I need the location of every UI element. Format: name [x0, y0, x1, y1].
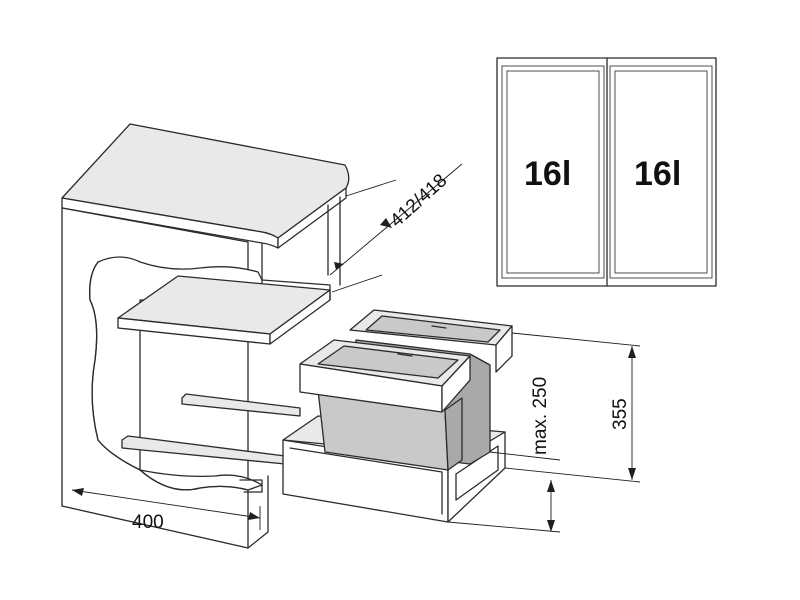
front-bin-rim-opening — [317, 345, 459, 379]
top-view-bin-left-outer — [501, 65, 605, 279]
dimension-lines — [61, 163, 641, 533]
cabinet — [61, 123, 350, 549]
front-bin-side — [444, 397, 463, 471]
top-view-bin-right-inner — [614, 70, 708, 274]
bin-left-volume: 16l — [524, 155, 571, 193]
depth-label: 412/418 — [386, 170, 451, 232]
height-arrow-bottom — [628, 468, 636, 480]
lower-rail-back — [181, 393, 301, 417]
cabinet-back-edge — [261, 196, 341, 286]
bin-top-view: 16l 16l — [496, 57, 717, 287]
height-arrow-top — [628, 346, 636, 358]
countertop-right-edge — [277, 187, 347, 249]
rear-bin-rim-front — [495, 325, 513, 373]
max-height-arrow-top — [547, 480, 555, 492]
depth-dimension-line — [329, 163, 463, 293]
front-bin-handle — [397, 353, 413, 357]
rear-bin-handle — [431, 325, 447, 329]
max-height-arrow-bottom — [547, 520, 555, 532]
max-height-label: max. 250 — [530, 377, 551, 455]
bin-system — [282, 309, 513, 523]
width-label: 400 — [132, 512, 164, 533]
cabinet-side-panel — [61, 207, 249, 549]
bin-right-volume: 16l — [634, 155, 681, 193]
height-dimension-line — [504, 332, 641, 483]
front-bin-rim-side — [441, 355, 471, 413]
depth-arrow-upper — [380, 218, 392, 228]
top-view-bin-left-inner — [506, 70, 600, 274]
top-view-bin-right-outer — [609, 65, 713, 279]
width-arrow-left — [72, 488, 84, 496]
width-arrow-right — [248, 512, 260, 520]
rear-bin-rim-opening — [365, 315, 501, 343]
cutaway-outline — [89, 261, 249, 491]
depth-arrow-lower — [334, 262, 344, 270]
cabinet-side-edge — [247, 475, 269, 549]
height-label: 355 — [610, 398, 631, 430]
shelf-rail — [261, 279, 331, 301]
floor-bracket — [239, 479, 263, 493]
